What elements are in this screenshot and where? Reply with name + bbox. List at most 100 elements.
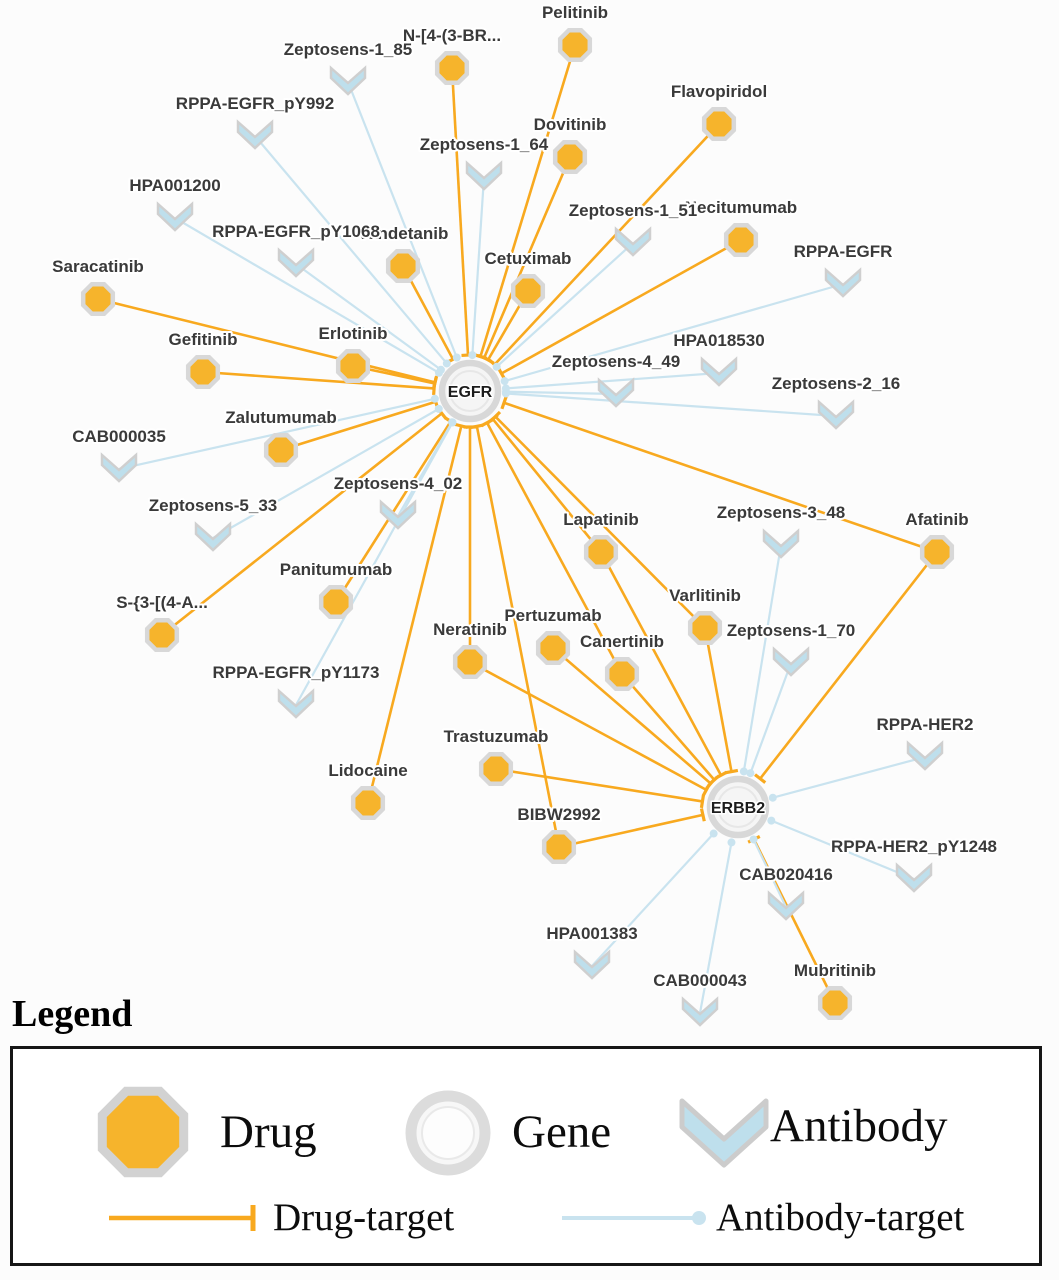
node-zalutumumab[interactable] — [263, 432, 299, 468]
edge-zalutumumab-egfr — [280, 400, 437, 452]
edge-tee-pertuzumab-erbb2 — [705, 777, 717, 790]
node-cetuximab[interactable] — [510, 273, 546, 309]
node-cab000043[interactable] — [681, 996, 719, 1027]
node-label-rppa_her2: RPPA-HER2 — [877, 715, 974, 734]
node-n4_3br[interactable] — [434, 50, 470, 86]
node-label-flavopiridol: Flavopiridol — [671, 82, 767, 101]
edge-dot-rppa_egfr_py992-egfr — [442, 359, 451, 368]
node-hpa001200[interactable] — [156, 201, 194, 232]
edge-zeptosens_2_16-egfr — [505, 392, 837, 418]
node-gefitinib[interactable] — [185, 354, 221, 390]
node-afatinib[interactable] — [919, 534, 955, 570]
edge-rppa_egfr_py992-egfr — [254, 135, 448, 365]
node-zeptosens_4_02[interactable] — [379, 499, 417, 530]
node-zeptosens_5_33[interactable] — [194, 521, 232, 552]
node-lapatinib[interactable] — [583, 534, 619, 570]
edge-zeptosens_4_49-egfr — [505, 390, 617, 396]
node-label-rppa_egfr: RPPA-EGFR — [794, 242, 893, 261]
node-zeptosens_2_16[interactable] — [817, 399, 855, 430]
edge-rppa_her2_py1248-erbb2 — [770, 819, 915, 881]
node-erbb2[interactable] — [706, 775, 770, 839]
node-label-lapatinib: Lapatinib — [563, 510, 639, 529]
node-saracatinib[interactable] — [80, 281, 116, 317]
edge-zeptosens_5_33-egfr — [212, 407, 440, 539]
antibody-target-edge-icon — [562, 1211, 706, 1225]
edge-tee-bibw2992-egfr — [470, 423, 484, 430]
node-label-n4_3br: N-[4-(3-BR... — [403, 26, 501, 45]
edges-layer — [97, 44, 939, 1014]
node-label-cab000035: CAB000035 — [72, 427, 166, 446]
node-neratinib[interactable] — [452, 644, 488, 680]
node-rppa_egfr[interactable] — [824, 267, 862, 298]
node-hpa001383[interactable] — [573, 949, 611, 980]
node-label-zeptosens_4_49: Zeptosens-4_49 — [552, 352, 681, 371]
node-canertinib[interactable] — [604, 656, 640, 692]
node-zeptosens_1_70[interactable] — [772, 646, 810, 677]
node-hpa018530[interactable] — [700, 356, 738, 387]
edge-tee-bibw2992-erbb2 — [699, 808, 706, 822]
edge-rppa_egfr_py1068-egfr — [295, 263, 442, 371]
node-rppa_her2_py1248[interactable] — [895, 862, 933, 893]
node-pelitinib[interactable] — [557, 27, 593, 63]
node-label-neratinib: Neratinib — [433, 620, 507, 639]
edge-dot-rppa_egfr_py1068-egfr — [436, 365, 445, 374]
node-cab020416[interactable] — [767, 890, 805, 921]
node-flavopiridol[interactable] — [701, 106, 737, 142]
node-cab000035[interactable] — [100, 452, 138, 483]
node-rppa_egfr_py1068[interactable] — [277, 247, 315, 278]
legend-box: Drug Gene Antibody Drug-target Antibody-… — [10, 1046, 1042, 1266]
node-varlitinib[interactable] — [687, 610, 723, 646]
edge-tee-cetuximab-egfr — [481, 355, 495, 365]
edge-afatinib-egfr — [503, 401, 938, 554]
node-label-zeptosens_1_51: Zeptosens-1_51 — [569, 201, 698, 220]
edge-rppa_egfr_py1173-egfr — [295, 421, 454, 706]
edge-pelitinib-egfr — [479, 44, 577, 357]
edge-hpa001383-erbb2 — [591, 832, 715, 967]
edge-gefitinib-egfr — [202, 370, 435, 390]
node-zeptosens_1_64[interactable] — [465, 160, 503, 191]
edge-dot-zeptosens_5_33-egfr — [434, 404, 443, 413]
edge-dot-zeptosens_1_70-erbb2 — [746, 769, 755, 778]
node-pertuzumab[interactable] — [535, 630, 571, 666]
node-label-rppa_egfr_py1173: RPPA-EGFR_pY1173 — [213, 663, 380, 682]
edge-n4_3br-egfr — [450, 67, 470, 356]
node-label-trastuzumab: Trastuzumab — [444, 727, 549, 746]
node-label-rppa_egfr_py1068: RPPA-EGFR_pY1068 — [212, 222, 380, 241]
gene-legend-icon — [405, 1090, 491, 1176]
node-label-s3_4a: S-{3-[(4-A... — [116, 593, 208, 612]
edge-afatinib-erbb2 — [759, 551, 939, 780]
node-rppa_egfr_py1173[interactable] — [277, 688, 315, 719]
edge-hpa018530-egfr — [505, 371, 720, 390]
node-label-dovitinib: Dovitinib — [534, 115, 607, 134]
node-necitumumab[interactable] — [723, 222, 759, 258]
node-label-necitumumab: Necitumumab — [685, 198, 797, 217]
legend-label-gene: Gene — [512, 1106, 612, 1158]
node-label-saracatinib: Saracatinib — [52, 257, 144, 276]
node-rppa_egfr_py992[interactable] — [236, 119, 274, 150]
node-zeptosens_1_51[interactable] — [614, 226, 652, 257]
node-vandetanib[interactable] — [385, 248, 421, 284]
node-erlotinib[interactable] — [335, 348, 371, 384]
edge-dot-rppa_egfr_py1173-egfr — [448, 418, 457, 427]
node-label-cab020416: CAB020416 — [739, 865, 833, 884]
node-egfr[interactable] — [438, 359, 502, 423]
edge-lapatinib-erbb2 — [599, 551, 723, 776]
node-lidocaine[interactable] — [350, 785, 386, 821]
node-dovitinib[interactable] — [552, 139, 588, 175]
node-mubritinib[interactable] — [817, 985, 853, 1021]
edge-varlitinib-erbb2 — [703, 627, 733, 772]
node-trastuzumab[interactable] — [478, 751, 514, 787]
node-label-zeptosens_3_48: Zeptosens-3_48 — [717, 503, 846, 522]
node-s3_4a[interactable] — [144, 617, 180, 653]
node-zeptosens_1_85[interactable] — [329, 65, 367, 96]
node-zeptosens_3_48[interactable] — [762, 528, 800, 559]
node-panitumumab[interactable] — [318, 584, 354, 620]
edge-canertinib-erbb2 — [621, 673, 716, 781]
node-rppa_her2[interactable] — [906, 740, 944, 771]
node-label-lidocaine: Lidocaine — [328, 761, 407, 780]
nodes-layer — [80, 27, 955, 1027]
node-bibw2992[interactable] — [541, 829, 577, 865]
edge-cab020416-erbb2 — [752, 838, 787, 908]
node-zeptosens_4_49[interactable] — [597, 377, 635, 408]
